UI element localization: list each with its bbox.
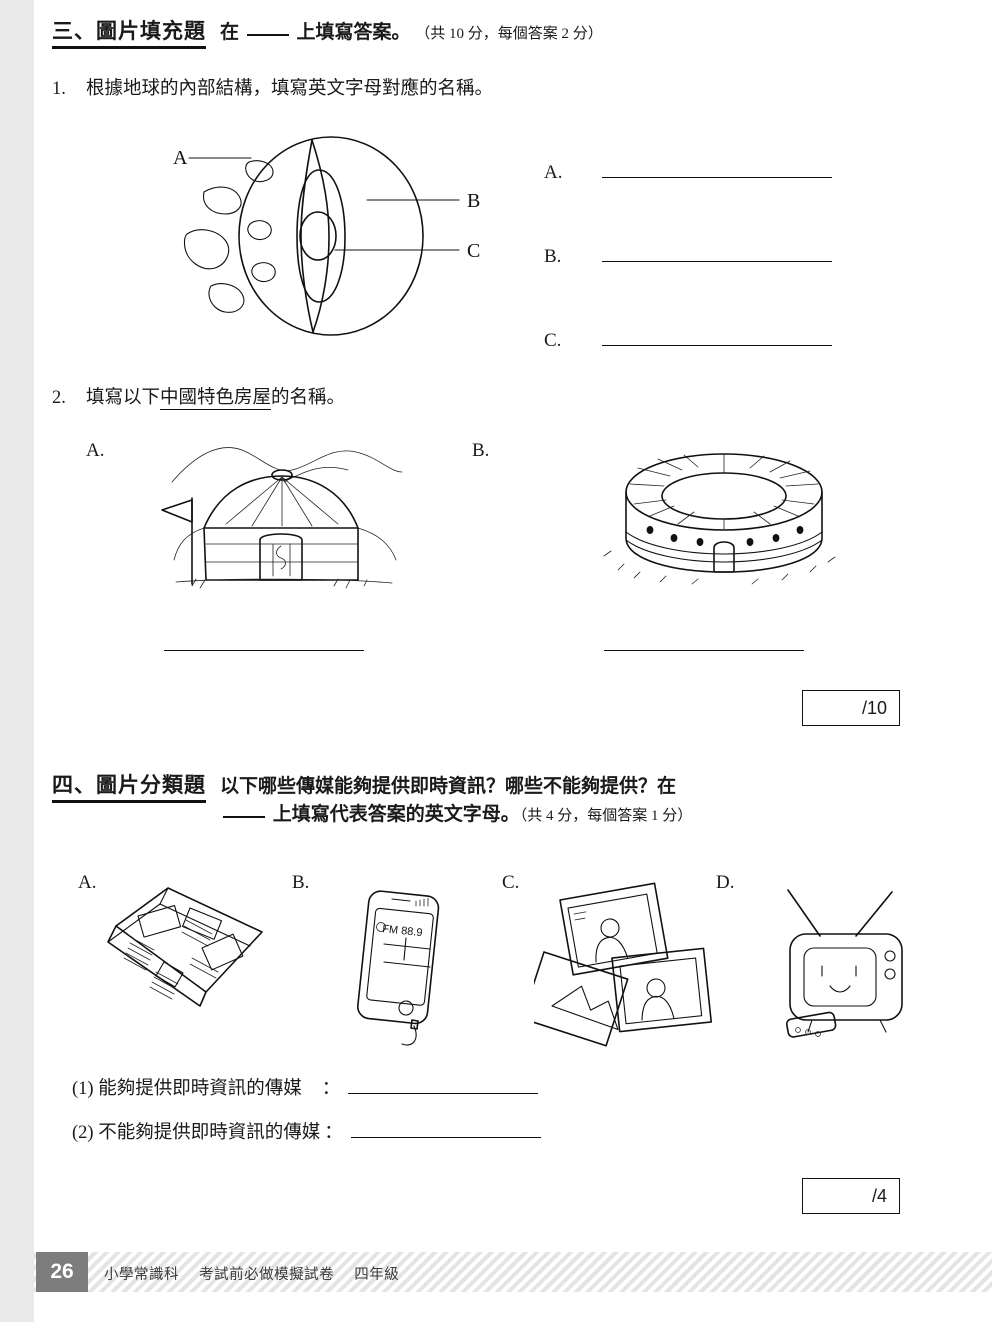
house-item-label-a: A. xyxy=(86,440,105,461)
footer-hatch-band xyxy=(34,1252,992,1292)
section4-answer-1-label: (1) 能夠提供即時資訊的傳媒 xyxy=(72,1079,302,1099)
house-answer-blank-b[interactable] xyxy=(604,650,804,651)
section3-marks: （共 10 分，每個答案 2 分） xyxy=(415,26,603,42)
page-number-badge: 26 xyxy=(36,1252,88,1292)
left-margin-strip xyxy=(0,0,34,1322)
question-3-2-text-pre: 填寫以下 xyxy=(86,388,161,408)
section4-answer-2-label: (2) 不能夠提供即時資訊的傳媒 xyxy=(72,1123,321,1143)
earth-label-b: B xyxy=(467,190,480,212)
section4-desc-line1: 以下哪些傳媒能夠提供即時資訊？哪些不能夠提供？在 xyxy=(220,776,677,797)
earth-label-a: A xyxy=(173,147,188,169)
section3-desc-before: 在 xyxy=(220,22,240,43)
answer-label-b: B. xyxy=(544,246,562,267)
section4-answer-1-blank[interactable] xyxy=(348,1093,539,1094)
answer-label-c: C. xyxy=(544,330,562,351)
question-3-2-number: 2. xyxy=(52,388,66,408)
answer-blank-b[interactable] xyxy=(602,261,832,262)
section3-score-text: /10 xyxy=(861,697,887,718)
phone-fm-text: FM 88.9 xyxy=(382,923,423,939)
section4-desc-line2: 上填寫代表答案的英文字母。（共 4 分，每個答案 1 分） xyxy=(220,801,840,829)
section4-marks: （共 4 分，每個答案 1 分） xyxy=(519,807,693,824)
answer-blank-a[interactable] xyxy=(602,177,832,178)
media-item-label-a: A. xyxy=(78,872,97,893)
footer-subject: 小學常識科 xyxy=(104,1267,179,1283)
photographs-illustration xyxy=(534,880,724,1060)
yurt-illustration xyxy=(134,420,434,620)
section3-description: 在 上填寫答案。 （共 10 分，每個答案 2 分） xyxy=(220,18,603,47)
earth-label-c: C xyxy=(467,240,480,262)
footer-grade: 四年級 xyxy=(354,1267,400,1283)
television-illustration xyxy=(764,880,934,1050)
question-3-1: 1. 根據地球的內部結構，填寫英文字母對應的名稱。 xyxy=(52,76,952,104)
section4-desc-line2-text: 上填寫代表答案的英文字母。 xyxy=(272,803,520,825)
media-item-label-b: B. xyxy=(292,872,310,893)
footer-text: 小學常識科 考試前必做模擬試卷 四年級 xyxy=(104,1263,415,1284)
newspaper-illustration xyxy=(94,880,284,1040)
smartphone-radio-illustration: FM 88.9 xyxy=(334,880,484,1050)
question-3-2: 2. 填寫以下中國特色房屋的名稱。 xyxy=(52,385,952,413)
answer-row-b: B. xyxy=(544,184,904,268)
media-item-label-c: C. xyxy=(502,872,520,893)
section4-answer-1: (1) 能夠提供即時資訊的傳媒 ： xyxy=(72,1074,892,1100)
house-item-label-b: B. xyxy=(472,440,490,461)
answer-blank-c[interactable] xyxy=(602,345,832,346)
answer-row-c: C. xyxy=(544,268,904,352)
section3-desc-after: 上填寫答案。 xyxy=(296,22,411,43)
footer-book: 考試前必做模擬試卷 xyxy=(199,1267,335,1283)
section4-answer-2: (2) 不能夠提供即時資訊的傳媒 ： xyxy=(72,1118,892,1144)
tulou-illustration xyxy=(574,420,874,620)
inline-blank-2 xyxy=(223,815,265,818)
earth-cutaway-diagram: A B C xyxy=(129,118,529,348)
section4-heading: 四、圖片分類題 以下哪些傳媒能夠提供即時資訊？哪些不能夠提供？在 上填寫代表答案… xyxy=(52,772,952,828)
section3-title: 三、圖片填充題 xyxy=(52,18,206,50)
section4-title: 四、圖片分類題 xyxy=(52,772,206,804)
answer-row-a: A. xyxy=(544,140,904,184)
section4-description: 以下哪些傳媒能夠提供即時資訊？哪些不能夠提供？在 上填寫代表答案的英文字母。（共… xyxy=(220,772,840,828)
section3-score-box: /10 xyxy=(802,690,900,726)
section3-heading: 三、圖片填充題 在 上填寫答案。 （共 10 分，每個答案 2 分） xyxy=(52,18,952,50)
question-3-2-text-post: 的名稱。 xyxy=(271,388,346,408)
page-footer: 26 小學常識科 考試前必做模擬試卷 四年級 xyxy=(0,1230,992,1322)
question-3-2-text-underline: 中國特色房屋 xyxy=(160,388,272,410)
section4-score-text: /4 xyxy=(871,1185,887,1206)
question-3-2-text: 填寫以下中國特色房屋的名稱。 xyxy=(86,385,345,413)
section4-answer-2-colon: ： xyxy=(324,1123,343,1143)
page-content: 三、圖片填充題 在 上填寫答案。 （共 10 分，每個答案 2 分） 1. 根據… xyxy=(34,0,992,1322)
media-item-label-d: D. xyxy=(716,872,735,893)
section4-answer-1-colon: ： xyxy=(321,1079,341,1099)
question-3-1-number: 1. xyxy=(52,79,66,99)
question-3-1-answers: A. B. C. xyxy=(544,140,904,352)
question-3-1-text: 根據地球的內部結構，填寫英文字母對應的名稱。 xyxy=(86,79,494,99)
section4-answer-2-blank[interactable] xyxy=(350,1137,541,1138)
section4-score-box: /4 xyxy=(802,1178,900,1214)
answer-label-a: A. xyxy=(544,162,563,183)
house-answer-blank-a[interactable] xyxy=(164,650,364,651)
inline-blank xyxy=(246,34,289,36)
